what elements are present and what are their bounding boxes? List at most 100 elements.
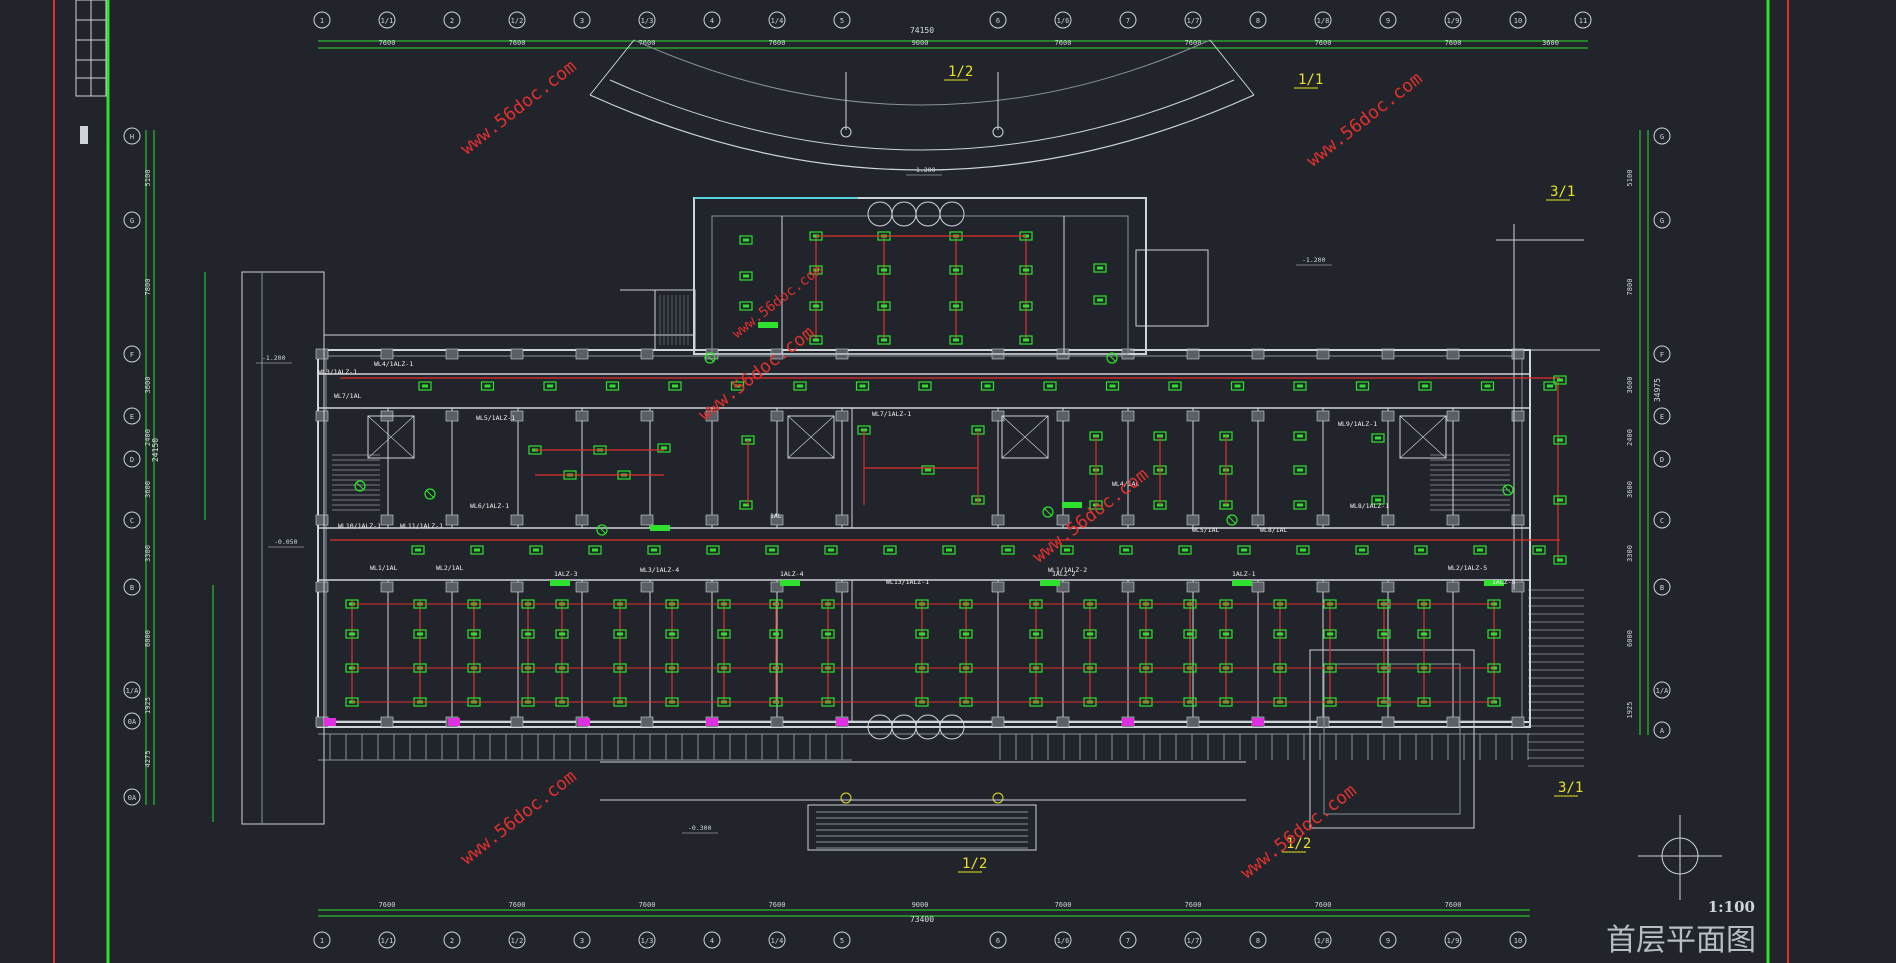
- column-bubble-bottom: [508, 931, 526, 949]
- section-marker: 1/2: [962, 856, 987, 872]
- column-block: [1121, 581, 1135, 593]
- column-block: [1186, 410, 1200, 422]
- light-fixture: [418, 381, 432, 391]
- emergency-light: [1226, 514, 1238, 526]
- light-fixture-core: [1557, 378, 1563, 382]
- column-block: [640, 581, 654, 593]
- light-fixture-core: [813, 338, 819, 342]
- light-fixture: [1139, 629, 1153, 639]
- column-block: [510, 514, 524, 526]
- circuit-label: WL2/1ALZ-5: [1448, 564, 1487, 572]
- light-fixture-core: [559, 632, 565, 636]
- fire-marker: [836, 718, 848, 726]
- light-fixture-core: [925, 468, 931, 472]
- column-block: [1381, 514, 1395, 526]
- row-bubble-left: [123, 211, 141, 229]
- circuit-label: WL2/1AL: [436, 564, 463, 572]
- circuit-label: WL3/1ALZ-4: [640, 566, 679, 574]
- column-block: [1446, 348, 1460, 360]
- light-fixture: [1219, 629, 1233, 639]
- circuit-label: 1ALZ-5: [1492, 578, 1516, 586]
- light-fixture: [918, 381, 932, 391]
- column-label-top: 1/3: [641, 17, 654, 25]
- row-label-left: D: [130, 456, 134, 464]
- dimension-text-left: 3600: [144, 481, 152, 498]
- column-block: [1056, 716, 1070, 728]
- light-fixture-core: [1557, 558, 1563, 562]
- elevator-shaft: [787, 415, 835, 459]
- column-label-bottom: 1/1: [381, 937, 394, 945]
- overall-dimension-bottom: 73400: [910, 915, 934, 924]
- light-fixture-core: [1297, 503, 1303, 507]
- column-block: [1511, 716, 1525, 728]
- column-bubble-bottom: [1509, 931, 1527, 949]
- light-fixture: [1553, 435, 1567, 445]
- column-block: [991, 514, 1005, 526]
- dimension-text-top: 7600: [379, 39, 396, 47]
- row-label-right: C: [1660, 517, 1664, 525]
- column-bubble-bottom: [638, 931, 656, 949]
- column-block: [770, 514, 784, 526]
- row-label-left: B: [130, 584, 134, 592]
- column-block: [315, 514, 329, 526]
- light-fixture: [1543, 381, 1557, 391]
- dimension-text-right: 5100: [1626, 170, 1634, 187]
- light-fixture-core: [963, 632, 969, 636]
- column-block: [640, 514, 654, 526]
- light-fixture-core: [1421, 632, 1427, 636]
- column-label-bottom: 10: [1514, 937, 1522, 945]
- light-fixture: [1019, 335, 1033, 345]
- light-fixture: [1532, 545, 1546, 555]
- light-fixture: [1273, 629, 1287, 639]
- dimension-text-top: 3600: [1542, 39, 1559, 47]
- light-fixture-core: [1375, 436, 1381, 440]
- light-fixture: [1293, 500, 1307, 510]
- light-fixture-core: [953, 268, 959, 272]
- light-fixture-core: [669, 632, 675, 636]
- row-bubble-left: [123, 127, 141, 145]
- elevator-cross: [787, 415, 835, 459]
- light-fixture: [717, 629, 731, 639]
- column-block: [1511, 581, 1525, 593]
- column-block: [445, 410, 459, 422]
- circuit-label: 1ALZ-3: [554, 570, 578, 578]
- light-fixture: [706, 545, 720, 555]
- light-fixture-core: [1187, 632, 1193, 636]
- dimension-text-left: 6000: [144, 630, 152, 647]
- column-block: [835, 514, 849, 526]
- light-fixture: [1019, 265, 1033, 275]
- light-fixture: [613, 629, 627, 639]
- circuit-label: WL8/1ALZ-1: [1350, 502, 1389, 510]
- walls-layer: [241, 39, 1600, 851]
- row-label-right: F: [1660, 351, 1664, 359]
- column-block: [1251, 581, 1265, 593]
- light-fixture-core: [984, 384, 991, 388]
- circuit-label: 1ALZ-4: [780, 570, 804, 578]
- column-bubble-bottom: [573, 931, 591, 949]
- light-fixture-core: [471, 632, 477, 636]
- row-bubble-right: [1653, 511, 1671, 529]
- circuit-label: 1AL: [770, 512, 782, 520]
- light-fixture: [1553, 555, 1567, 565]
- light-fixture-core: [953, 338, 959, 342]
- elevation-label: -1.200: [912, 166, 936, 174]
- row-bubble-left: [123, 712, 141, 730]
- left-dimension: 24150: [151, 438, 160, 462]
- column-label-top: 1/8: [1317, 17, 1330, 25]
- circuit-label: WL3/1ALZ-1: [318, 368, 357, 376]
- row-label-left: 0A: [128, 718, 137, 726]
- column-block: [510, 581, 524, 593]
- column-bubble-bottom: [703, 931, 721, 949]
- circuit-label: WL7/1AL: [334, 392, 361, 400]
- light-fixture: [467, 629, 481, 639]
- light-fixture-core: [773, 632, 779, 636]
- dimension-text-top: 9000: [912, 39, 929, 47]
- light-fixture: [480, 381, 495, 391]
- revolving-door: [939, 714, 965, 740]
- section-marker: 1/2: [948, 64, 973, 80]
- column-bubble-bottom: [1119, 931, 1137, 949]
- column-bubble-top: [573, 11, 591, 29]
- row-label-right: G: [1660, 217, 1664, 225]
- light-fixture-core: [1182, 548, 1188, 552]
